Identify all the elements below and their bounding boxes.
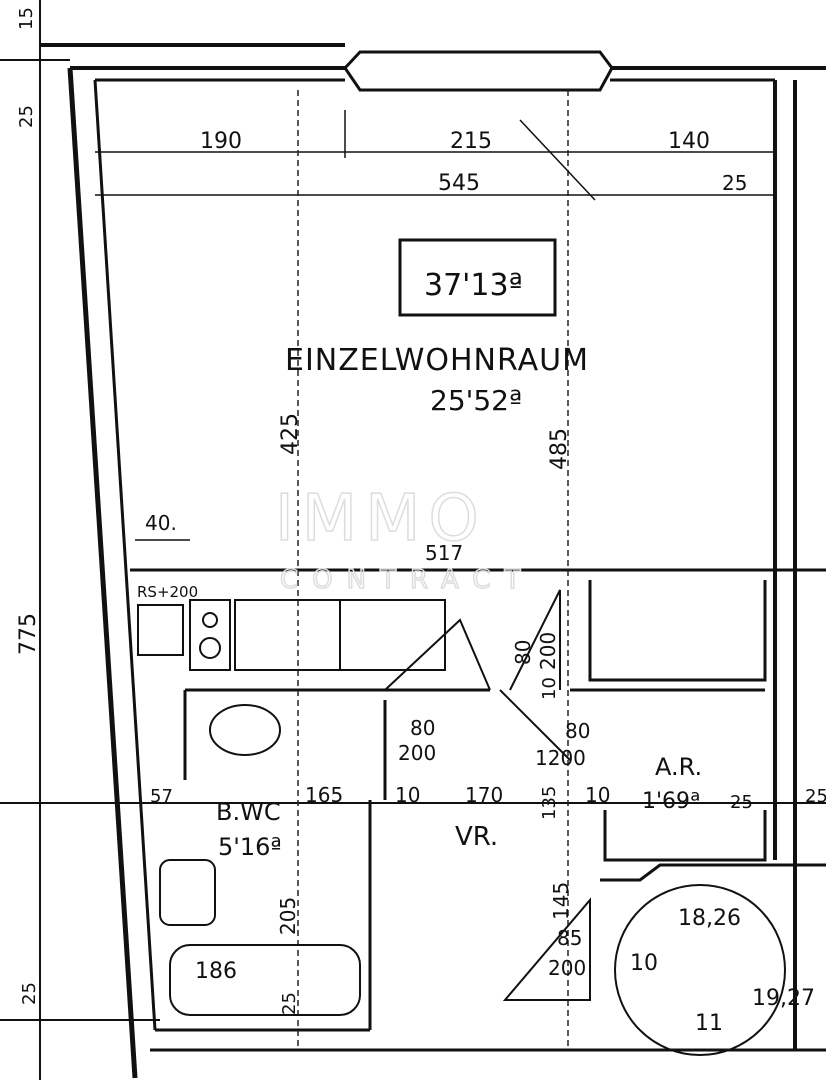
- wc-walls: [183, 690, 387, 800]
- left-outer-wall: [67, 67, 138, 1079]
- dim-165: 165: [305, 783, 343, 807]
- room-area-bathroom: 5'16ª: [218, 833, 282, 861]
- top-dim-lines: [95, 151, 775, 196]
- kitchen-label: RS+200: [137, 583, 198, 601]
- burner-icon: [202, 612, 218, 628]
- dim-25-left-top: 25: [16, 105, 37, 128]
- dim-25-ar: 25: [730, 792, 753, 813]
- dim-170: 170: [465, 783, 503, 807]
- room-area-living: 25'52ª: [430, 384, 522, 417]
- door-200c: 1200: [535, 746, 586, 770]
- door-200b: 200: [536, 632, 560, 670]
- dim-25-right: 25: [805, 786, 826, 807]
- room-area-storage: 1'69ª: [642, 789, 700, 814]
- dim-10c: 10: [585, 783, 610, 807]
- dim-145: 145: [549, 882, 573, 920]
- dim-25-left-bottom: 25: [19, 982, 40, 1005]
- door-80b: 80: [511, 640, 535, 665]
- toilet: [209, 704, 281, 756]
- dim-10a: 10: [539, 677, 560, 700]
- door-200d: 200: [548, 956, 586, 980]
- bath-walls: [155, 800, 372, 1032]
- door-200a: 200: [398, 741, 436, 765]
- stove: [189, 599, 231, 671]
- dim-10b: 10: [395, 783, 420, 807]
- door-85: 85: [557, 926, 582, 950]
- spiral-stair: [614, 884, 786, 1056]
- dim-215: 215: [450, 129, 492, 154]
- window-dims: [344, 110, 596, 201]
- watermark-line2: CONTRACT: [280, 565, 534, 595]
- stair-level-2: 19,27: [752, 986, 815, 1011]
- dimension-lines: [95, 90, 775, 1050]
- total-area-box: [398, 238, 557, 317]
- kitchen-sink: [234, 599, 341, 671]
- dim-190: 190: [200, 129, 242, 154]
- door-swings: [384, 589, 591, 1001]
- stair-level-1: 18,26: [678, 906, 741, 931]
- fixtures: [137, 238, 786, 1056]
- dim-25-bath: 25: [279, 992, 300, 1015]
- dim-545: 545: [438, 171, 480, 196]
- dim-57: 57: [150, 786, 173, 807]
- door-80a: 80: [410, 716, 435, 740]
- ar-closet: [588, 580, 767, 682]
- door-80c: 80: [565, 719, 590, 743]
- room-name-bathroom: B.WC: [216, 798, 281, 826]
- dim-40: 40.: [145, 511, 177, 535]
- dim-775: 775: [16, 613, 41, 655]
- labels: 37'13ª EINZELWOHNRAUM 25'52ª B.WC 5'16ª …: [16, 7, 826, 1036]
- bathtub: [169, 944, 361, 1016]
- dim-25-top: 25: [722, 171, 747, 195]
- stair-wall: [600, 863, 826, 882]
- stair-step-11: 11: [695, 1011, 723, 1036]
- room-name-living: EINZELWOHNRAUM: [285, 343, 589, 378]
- left-inner-wall: [93, 79, 157, 1031]
- ar-bottom: [603, 810, 767, 862]
- watermark-line1: IMMO: [275, 482, 487, 556]
- dim-135: 135: [539, 786, 560, 820]
- room-name-storage: A.R.: [655, 753, 702, 781]
- dimension-lines-left: [0, 59, 160, 1021]
- dim-15-left: 15: [16, 7, 37, 30]
- burner-icon: [199, 637, 221, 659]
- stair-step-10: 10: [630, 951, 658, 976]
- window: [343, 50, 614, 92]
- counter: [339, 599, 446, 671]
- room-name-hall: VR.: [455, 822, 498, 852]
- dim-425: 425: [278, 413, 303, 455]
- dim-140: 140: [668, 129, 710, 154]
- dim-205: 205: [276, 897, 300, 935]
- washbasin: [159, 859, 216, 926]
- total-area: 37'13ª: [424, 268, 523, 303]
- dim-186: 186: [195, 959, 237, 984]
- dim-517: 517: [425, 541, 463, 565]
- right-wall: [773, 80, 797, 1050]
- dim-485: 485: [547, 428, 572, 470]
- sink: [137, 604, 184, 656]
